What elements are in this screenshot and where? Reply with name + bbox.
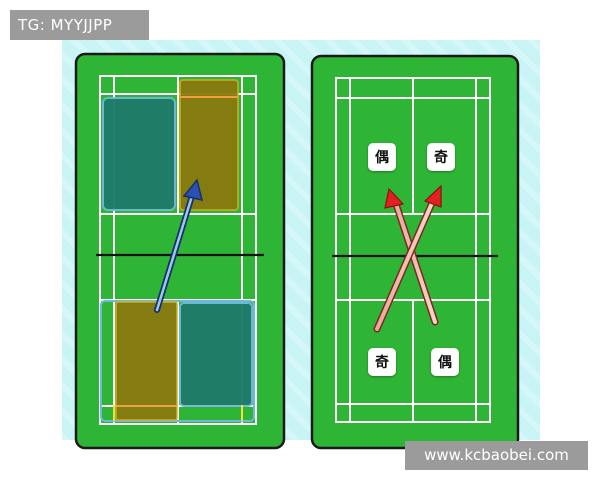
label-top-right: 奇 bbox=[427, 143, 455, 171]
zone-bottom-outline bbox=[100, 300, 255, 422]
right-court bbox=[310, 54, 520, 450]
label-top-left: 偶 bbox=[368, 143, 396, 171]
label-bottom-right: 偶 bbox=[431, 348, 459, 376]
watermark-top: TG: MYYJJPP bbox=[10, 10, 149, 40]
zone-bottom-right bbox=[179, 302, 253, 407]
zone-top-right bbox=[179, 79, 239, 211]
left-court bbox=[74, 52, 286, 450]
label-bottom-left: 奇 bbox=[368, 348, 396, 376]
zone-top-left bbox=[102, 97, 176, 211]
cross-arrow-right-icon bbox=[373, 184, 442, 333]
zone-bottom-left bbox=[115, 301, 178, 421]
blue-arrow-icon bbox=[154, 178, 204, 313]
cross-arrow-left-icon bbox=[384, 187, 439, 326]
watermark-bottom: www.kcbaobei.com bbox=[405, 441, 588, 470]
right-court-lines bbox=[335, 77, 491, 423]
